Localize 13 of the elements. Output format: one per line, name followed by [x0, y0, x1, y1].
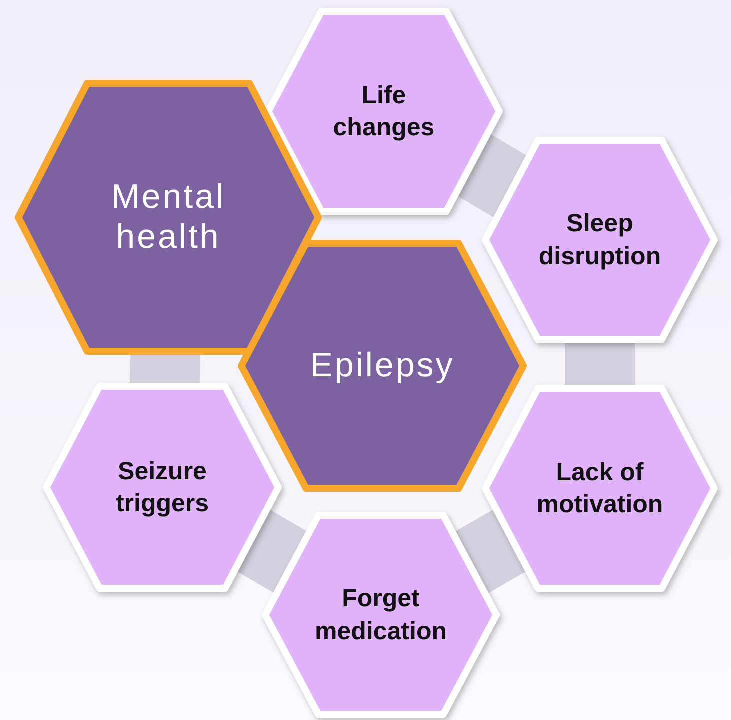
hexagon-label: Seizure triggers: [114, 456, 210, 520]
hexagon-label: Forget medication: [315, 584, 447, 647]
hexagon: [262, 512, 500, 718]
hexagon-label: Sleep disruption: [538, 208, 662, 272]
hexagon-label: Epilepsy: [310, 346, 455, 386]
hexagon-label: Mental health: [110, 176, 227, 258]
hexagon-label: Lack of motivation: [536, 457, 664, 520]
hexagon-label: Life changes: [332, 80, 436, 144]
hexagon: [238, 240, 527, 492]
hexagon: [43, 383, 282, 592]
hexagon: [482, 137, 718, 343]
hexagon: [265, 8, 503, 215]
hexagon: [482, 385, 718, 592]
